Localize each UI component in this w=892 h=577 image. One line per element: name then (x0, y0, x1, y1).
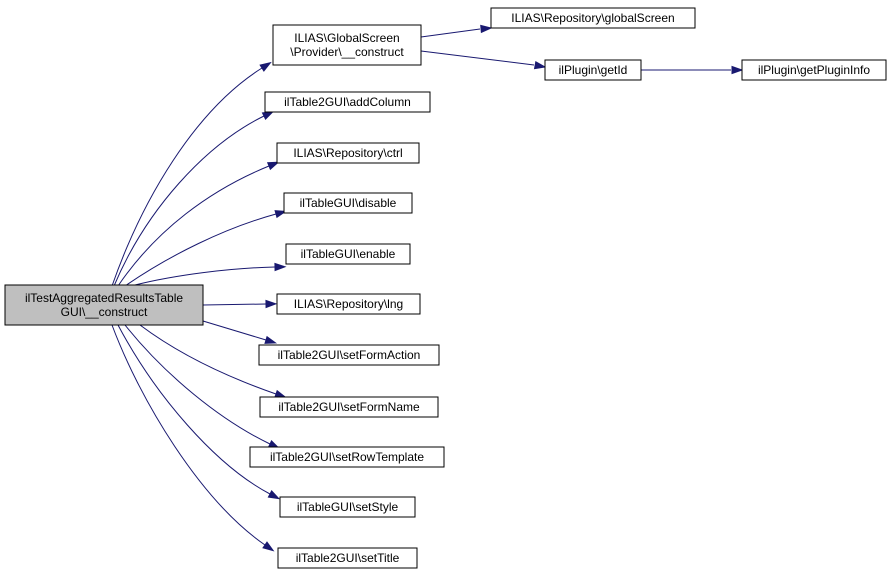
edge-root-to-callee-5 (202, 299, 278, 309)
edge-root-to-callee-6-line (202, 320, 267, 341)
node-secondary-2[interactable]: ilPlugin\getPluginInfo (741, 59, 887, 81)
edge-root-to-callee-2-arrowhead (266, 161, 280, 171)
node-secondary-1-label-line: ilPlugin\getId (559, 63, 628, 77)
edge-root-to-callee-3-line (124, 213, 277, 287)
edge-secondary-1-arrowhead (533, 60, 547, 70)
node-secondary-1-box (544, 59, 642, 81)
edge-secondary-0 (420, 24, 493, 38)
node-callee-9-label-line: ilTableGUI\setStyle (297, 500, 399, 514)
node-secondary-2-label-line: ilPlugin\getPluginInfo (758, 63, 870, 77)
node-callee-1-label-line: ilTable2GUI\addColumn (284, 95, 411, 109)
edge-root-to-callee-0-arrowhead (259, 61, 272, 72)
node-callee-7[interactable]: ilTable2GUI\setFormName (259, 396, 439, 418)
edge-root-to-callee-7-arrowhead (274, 389, 287, 398)
edge-root-to-callee-1-line (113, 115, 265, 287)
node-callee-8-label-line: ilTable2GUI\setRowTemplate (270, 450, 424, 464)
node-callee-9-box (279, 496, 416, 518)
edge-root-to-callee-4 (134, 262, 287, 286)
node-callee-1[interactable]: ilTable2GUI\addColumn (264, 91, 431, 113)
node-callee-1-box (264, 91, 431, 113)
edge-root-to-callee-0-line (111, 67, 263, 287)
node-secondary-0-label-line: ILIAS\Repository\globalScreen (511, 11, 674, 25)
node-callee-10-label-line: ilTable2GUI\setTitle (296, 551, 400, 565)
node-callee-3[interactable]: ilTableGUI\disable (283, 192, 413, 214)
edge-root-to-callee-1-arrowhead (261, 110, 275, 120)
node-callee-8-box (249, 446, 445, 468)
node-callee-0-label-line: ILIAS\GlobalScreen (294, 31, 399, 45)
edge-root-to-callee-7-line (139, 324, 277, 395)
edge-secondary-2 (641, 65, 744, 75)
node-callee-4-label-line: ilTableGUI\enable (301, 247, 396, 261)
edge-root-to-callee-2 (117, 161, 280, 287)
edge-secondary-0-line (420, 28, 481, 38)
node-root-label-line: GUI\__construct (61, 305, 148, 319)
node-callee-2-box (276, 142, 420, 164)
edge-root-to-callee-9-arrowhead (267, 490, 281, 500)
node-callee-5[interactable]: ILIAS\Repository\lng (276, 293, 421, 315)
node-callee-2-label-line: ILIAS\Repository\ctrl (293, 146, 402, 160)
node-root-label-line: ilTestAggregatedResultsTable (25, 291, 183, 305)
edge-secondary-0-arrowhead (480, 24, 493, 34)
edge-secondary-1 (420, 50, 547, 70)
edge-root-to-callee-4-line (134, 266, 276, 286)
edge-root-to-callee-6-arrowhead (264, 335, 278, 344)
node-callee-8[interactable]: ilTable2GUI\setRowTemplate (249, 446, 445, 468)
node-callee-6[interactable]: ilTable2GUI\setFormAction (258, 344, 440, 366)
edge-secondary-2-arrowhead (731, 65, 744, 75)
node-secondary-2-box (741, 59, 887, 81)
node-callee-2[interactable]: ILIAS\Repository\ctrl (276, 142, 420, 164)
edges (111, 24, 744, 552)
node-callee-5-box (276, 293, 421, 315)
edge-root-to-callee-9-line (117, 324, 271, 495)
edge-root-to-callee-5-line (202, 303, 267, 306)
node-callee-10-box (277, 547, 418, 569)
node-callee-6-box (258, 344, 440, 366)
nodes: ilTestAggregatedResultsTableGUI\__constr… (4, 7, 887, 569)
node-callee-7-label-line: ilTable2GUI\setFormName (278, 400, 420, 414)
node-callee-5-label-line: ILIAS\Repository\lng (294, 297, 403, 311)
node-callee-4[interactable]: ilTableGUI\enable (285, 243, 411, 265)
node-callee-7-box (259, 396, 439, 418)
edge-root-to-callee-10-arrowhead (262, 541, 275, 552)
node-callee-0[interactable]: ILIAS\GlobalScreen\Provider\__construct (272, 24, 422, 66)
edge-root-to-callee-10 (111, 324, 275, 552)
node-secondary-0-box (490, 7, 696, 29)
node-secondary-1[interactable]: ilPlugin\getId (544, 59, 642, 81)
node-callee-0-box (272, 24, 422, 66)
node-root[interactable]: ilTestAggregatedResultsTableGUI\__constr… (4, 284, 204, 326)
node-callee-9[interactable]: ilTableGUI\setStyle (279, 496, 416, 518)
edge-secondary-1-line (420, 50, 535, 66)
edge-root-to-callee-9 (117, 324, 281, 500)
edge-root-to-callee-5-arrowhead (265, 299, 278, 309)
edge-root-to-callee-4-arrowhead (274, 262, 287, 272)
edge-root-to-callee-8-line (124, 324, 271, 445)
node-callee-6-label-line: ilTable2GUI\setFormAction (278, 348, 421, 362)
node-callee-4-box (285, 243, 411, 265)
edge-root-to-callee-10-line (111, 324, 266, 546)
edge-root-to-callee-3 (124, 210, 288, 287)
edge-root-to-callee-6 (202, 320, 278, 344)
edge-root-to-callee-3-arrowhead (274, 210, 288, 219)
node-callee-3-box (283, 192, 413, 214)
node-secondary-0[interactable]: ILIAS\Repository\globalScreen (490, 7, 696, 29)
node-callee-3-label-line: ilTableGUI\disable (300, 196, 397, 210)
node-callee-0-label-line: \Provider\__construct (290, 45, 404, 59)
node-root-box (4, 284, 204, 326)
edge-root-to-callee-2-line (117, 165, 270, 287)
edge-root-to-callee-0 (111, 61, 272, 287)
node-callee-10[interactable]: ilTable2GUI\setTitle (277, 547, 418, 569)
